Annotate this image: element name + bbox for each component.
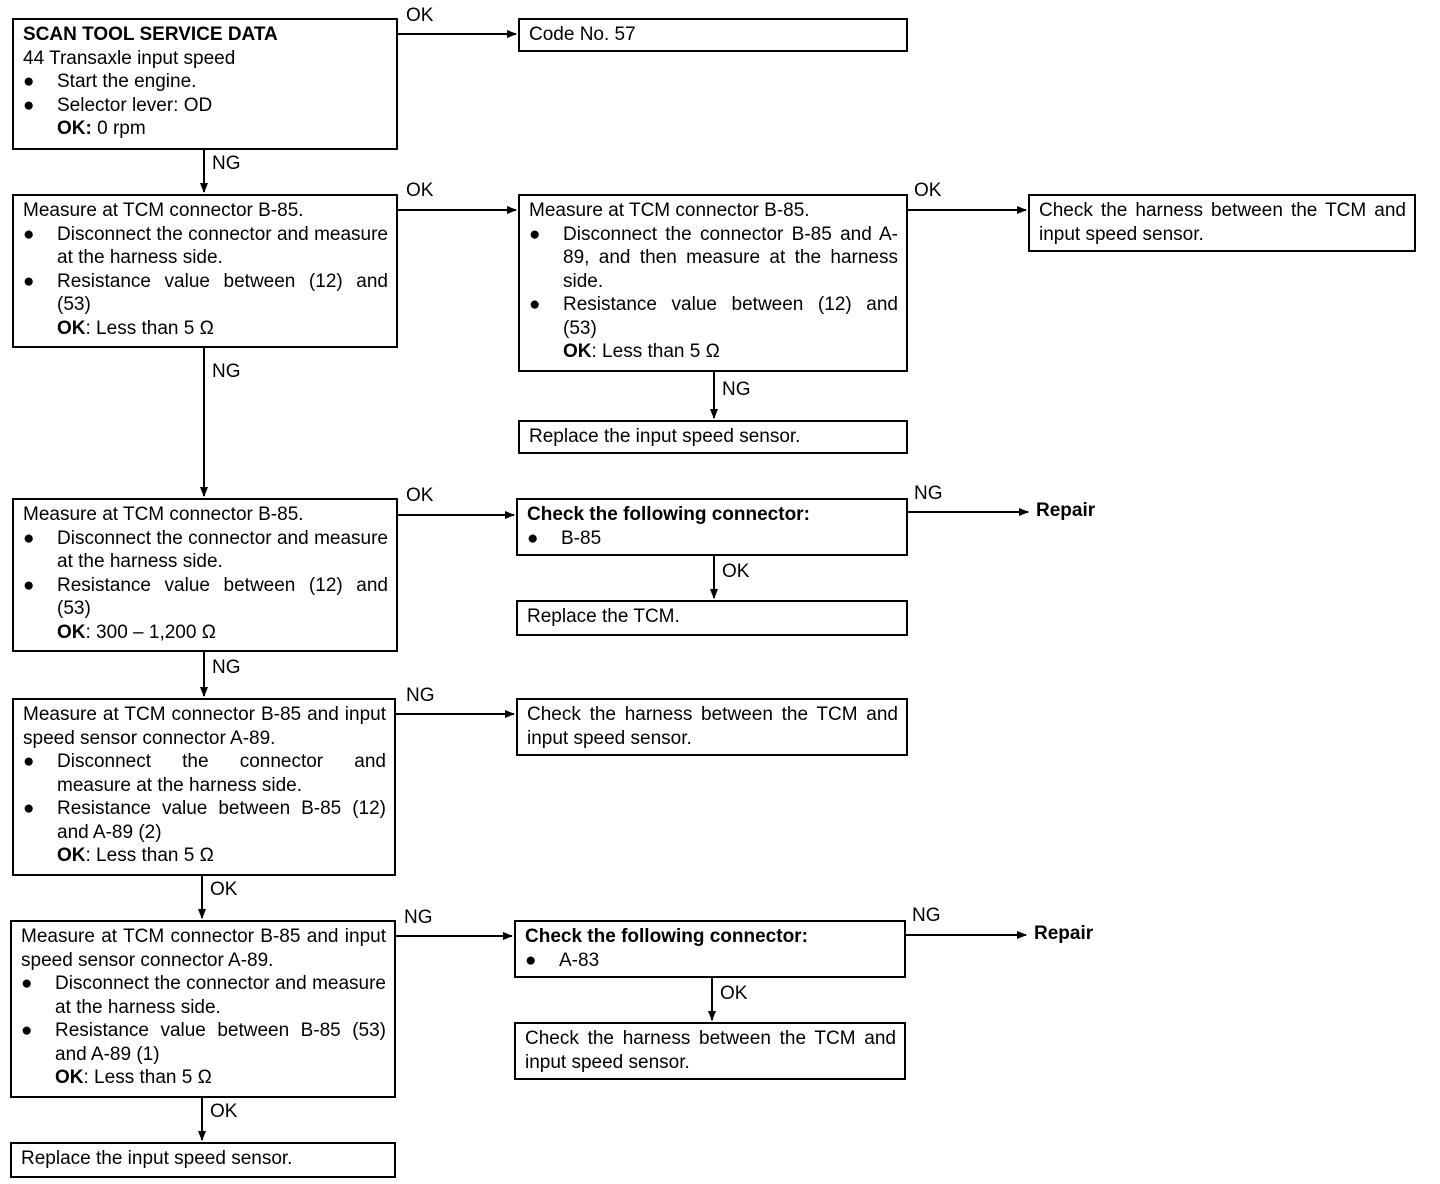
measure-box-3: Measure at TCM connector B-85. ● Disconne… bbox=[12, 498, 398, 652]
replace-sensor-box-2: Replace the input speed sensor. bbox=[10, 1142, 396, 1178]
measure-5-step-2: Resistance value between B-85 (53) and A… bbox=[55, 1020, 386, 1065]
ok-label: OK bbox=[57, 845, 86, 866]
measure-1-title: Measure at TCM connector B-85. bbox=[23, 200, 304, 221]
bullet-icon: ● bbox=[23, 94, 35, 116]
bullet-icon: ● bbox=[21, 973, 33, 994]
label-ok: OK bbox=[722, 561, 750, 582]
bullet-icon: ● bbox=[23, 71, 35, 92]
label-ng: NG bbox=[212, 361, 241, 382]
measure-3-ok-value: : 300 – 1,200 Ω bbox=[85, 621, 216, 643]
bullet-icon: ● bbox=[529, 223, 541, 245]
bullet-icon: ● bbox=[23, 574, 35, 596]
label-ok: OK bbox=[914, 180, 942, 201]
replace-tcm-text: Replace the TCM. bbox=[527, 606, 680, 627]
connector-check-b85-title: Check the following connector: bbox=[527, 504, 810, 525]
measure-3-step-2: Resistance value between (12) and (53) bbox=[57, 574, 388, 620]
bullet-icon: ● bbox=[23, 527, 35, 549]
code-57-box: Code No. 57 bbox=[518, 18, 908, 52]
replace-tcm-box: Replace the TCM. bbox=[516, 600, 908, 636]
measure-5-ok-value: : Less than 5 Ω bbox=[83, 1067, 212, 1088]
measure-5-step-1: Disconnect the connector and measure at … bbox=[55, 973, 386, 1018]
measure-2-step-1: Disconnect the connector B-85 and A-89, … bbox=[563, 223, 898, 292]
measure-box-2: Measure at TCM connector B-85. ● Disconne… bbox=[518, 194, 908, 372]
bullet-icon: ● bbox=[23, 751, 35, 772]
label-ng: NG bbox=[212, 153, 241, 174]
label-ng: NG bbox=[914, 483, 943, 504]
repair-label: Repair bbox=[1034, 923, 1094, 944]
measure-2-title: Measure at TCM connector B-85. bbox=[529, 200, 810, 221]
check-harness-1-text: Check the harness between the TCM and in… bbox=[1039, 200, 1406, 245]
repair-label: Repair bbox=[1036, 500, 1096, 521]
scan-tool-box: SCAN TOOL SERVICE DATA 44 Transaxle inpu… bbox=[12, 18, 398, 150]
label-ng: NG bbox=[722, 379, 751, 400]
ok-label: OK bbox=[563, 341, 592, 362]
replace-sensor-1-text: Replace the input speed sensor. bbox=[529, 426, 801, 447]
measure-4-title: Measure at TCM connector B-85 and input … bbox=[23, 704, 386, 749]
connector-a83-item: A-83 bbox=[559, 949, 600, 971]
scan-ok-value: 0 rpm bbox=[91, 118, 146, 139]
scan-step-2: Selector lever: OD bbox=[57, 94, 213, 116]
bullet-icon: ● bbox=[23, 798, 35, 819]
label-ng: NG bbox=[404, 907, 433, 928]
label-ng: NG bbox=[406, 685, 435, 706]
measure-box-4: Measure at TCM connector B-85 and input … bbox=[12, 698, 396, 876]
bullet-icon: ● bbox=[527, 527, 539, 549]
ok-label: OK bbox=[57, 621, 86, 643]
measure-4-step-1: Disconnect the connector and measure at … bbox=[57, 751, 386, 796]
bullet-icon: ● bbox=[529, 294, 541, 315]
replace-sensor-box-1: Replace the input speed sensor. bbox=[518, 420, 908, 454]
measure-3-step-1: Disconnect the connector and measure at … bbox=[57, 527, 388, 573]
scan-step-1: Start the engine. bbox=[57, 71, 197, 92]
measure-5-title: Measure at TCM connector B-85 and input … bbox=[21, 926, 386, 971]
label-ok: OK bbox=[406, 485, 434, 506]
connector-b85-item: B-85 bbox=[561, 527, 602, 549]
measure-2-step-2: Resistance value between (12) and (53) bbox=[563, 294, 898, 339]
ok-label: OK bbox=[57, 317, 86, 339]
bullet-icon: ● bbox=[23, 270, 35, 292]
check-harness-3-text: Check the harness between the TCM and in… bbox=[525, 1028, 896, 1073]
label-ok: OK bbox=[720, 983, 748, 1004]
measure-1-ok-value: : Less than 5 Ω bbox=[85, 317, 214, 339]
label-ok: OK bbox=[210, 1101, 238, 1122]
label-ng: NG bbox=[912, 905, 941, 926]
connector-check-box-a83: Check the following connector: ● A-83 bbox=[514, 920, 906, 978]
measure-4-ok-value: : Less than 5 Ω bbox=[85, 845, 214, 866]
measure-2-ok-value: : Less than 5 Ω bbox=[591, 341, 720, 362]
ok-label: OK bbox=[55, 1067, 84, 1088]
measure-1-step-2: Resistance value between (12) and (53) bbox=[57, 270, 388, 316]
bullet-icon: ● bbox=[23, 223, 35, 245]
check-harness-box-1: Check the harness between the TCM and in… bbox=[1028, 194, 1416, 252]
measure-3-title: Measure at TCM connector B-85. bbox=[23, 504, 304, 525]
label-ok: OK bbox=[406, 5, 434, 26]
connector-check-box-b85: Check the following connector: ● B-85 bbox=[516, 498, 908, 556]
replace-sensor-2-text: Replace the input speed sensor. bbox=[21, 1148, 293, 1169]
scan-tool-title: SCAN TOOL SERVICE DATA bbox=[23, 24, 278, 45]
measure-box-1: Measure at TCM connector B-85. ● Disconne… bbox=[12, 194, 398, 348]
label-ok: OK bbox=[210, 879, 238, 900]
ok-label: OK: bbox=[57, 118, 92, 139]
connector-check-a83-title: Check the following connector: bbox=[525, 926, 808, 947]
scan-tool-item-code: 44 Transaxle input speed bbox=[23, 47, 236, 69]
bullet-icon: ● bbox=[525, 949, 537, 971]
check-harness-2-text: Check the harness between the TCM and in… bbox=[527, 704, 898, 749]
measure-1-step-1: Disconnect the connector and measure at … bbox=[57, 223, 388, 269]
check-harness-box-2: Check the harness between the TCM and in… bbox=[516, 698, 908, 756]
code-57-text: Code No. 57 bbox=[529, 24, 636, 45]
check-harness-box-3: Check the harness between the TCM and in… bbox=[514, 1022, 906, 1080]
label-ng: NG bbox=[212, 657, 241, 678]
bullet-icon: ● bbox=[21, 1020, 33, 1041]
label-ok: OK bbox=[406, 180, 434, 201]
measure-box-5: Measure at TCM connector B-85 and input … bbox=[10, 920, 396, 1098]
measure-4-step-2: Resistance value between B-85 (12) and A… bbox=[57, 798, 386, 843]
